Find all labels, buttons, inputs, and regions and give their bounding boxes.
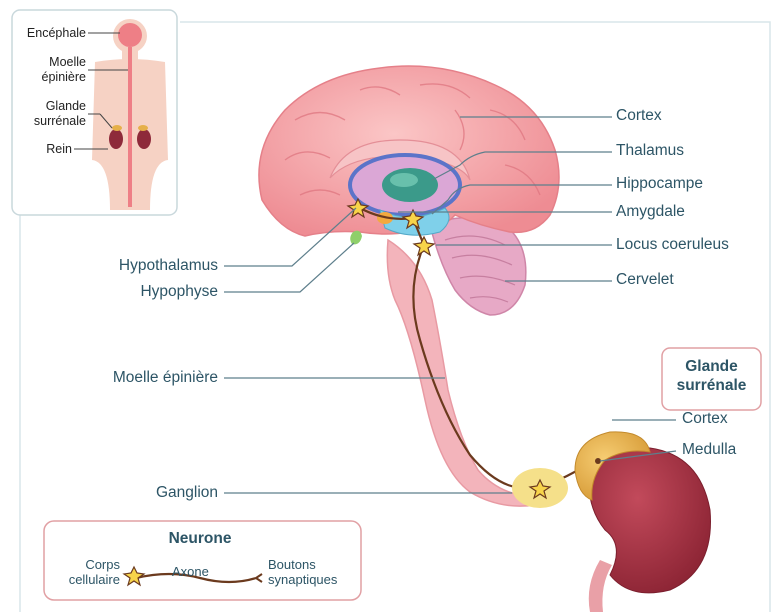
label-cortex: Cortex xyxy=(616,107,662,125)
adrenal-title: Glande surrénale xyxy=(664,357,759,395)
label-hypophyse: Hypophyse xyxy=(60,283,218,301)
inset-label-glande: Glande surrénale xyxy=(14,99,86,129)
label-hippocampe: Hippocampe xyxy=(616,175,703,193)
label-adrenal-medulla: Medulla xyxy=(682,441,736,459)
label-locus-coeruleus: Locus coeruleus xyxy=(616,236,729,254)
ureter xyxy=(589,560,612,612)
label-ganglion: Ganglion xyxy=(60,484,218,502)
label-hypothalamus: Hypothalamus xyxy=(60,257,218,275)
legend-axone: Axone xyxy=(172,564,209,579)
inset-label-rein: Rein xyxy=(14,142,72,157)
label-moelle-epiniere: Moelle épinière xyxy=(40,369,218,387)
label-thalamus: Thalamus xyxy=(616,142,684,160)
label-adrenal-cortex: Cortex xyxy=(682,410,728,428)
legend-corps-cellulaire: Corps cellulaire xyxy=(50,557,120,587)
thalamus-highlight xyxy=(390,173,418,187)
legend-title: Neurone xyxy=(150,530,250,548)
label-amygdale: Amygdale xyxy=(616,203,685,221)
legend-boutons-synaptiques: Boutons synaptiques xyxy=(268,557,337,587)
label-cervelet: Cervelet xyxy=(616,271,674,289)
inset-label-moelle: Moelle épinière xyxy=(14,55,86,85)
pituitary-shape xyxy=(350,231,362,245)
inset-label-encephale: Encéphale xyxy=(14,26,86,41)
